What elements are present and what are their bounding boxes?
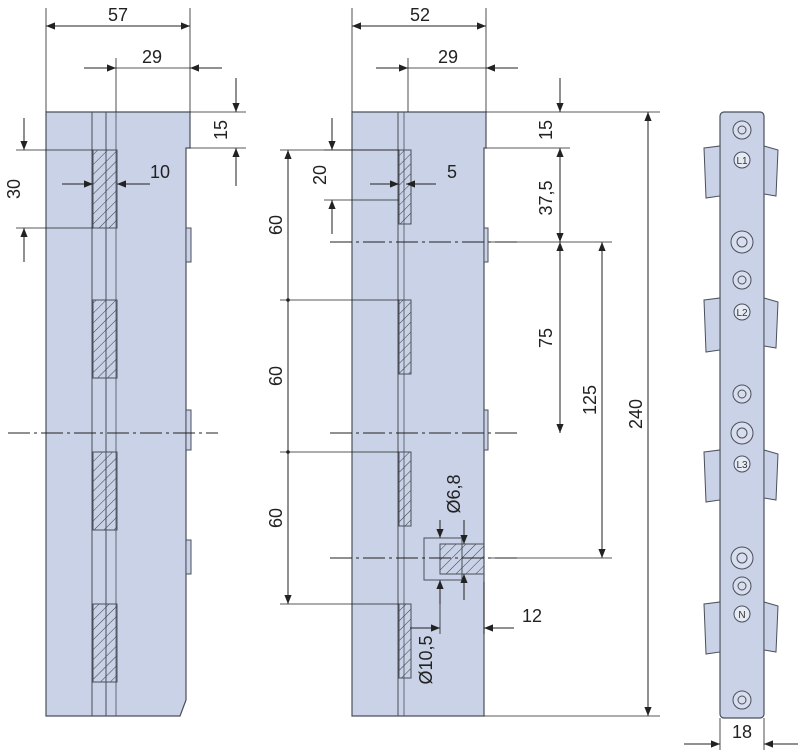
terminal-label-l1: L1 — [733, 151, 751, 169]
counterbore-hole — [423, 537, 485, 581]
middle-dim-pitch-3: 60 — [266, 508, 286, 528]
left-view: 57 29 15 30 10 — [4, 5, 246, 717]
terminal-label-n: N — [733, 605, 751, 623]
middle-slot-2 — [398, 299, 412, 375]
terminal-label-l3: L3 — [733, 455, 751, 473]
left-slot-1 — [92, 149, 118, 229]
middle-view: 52 29 20 5 60 60 60 15 37,5 — [266, 5, 660, 717]
left-dim-10: 10 — [150, 162, 170, 182]
middle-dim-240: 240 — [626, 399, 646, 429]
middle-slot-4 — [398, 603, 412, 679]
middle-body — [351, 111, 487, 717]
middle-dim-bore-small: Ø6,8 — [444, 474, 464, 513]
left-slot-2 — [92, 299, 118, 379]
middle-dim-52: 52 — [410, 5, 430, 25]
left-slot-3 — [92, 451, 118, 531]
middle-dim-20: 20 — [310, 165, 330, 185]
middle-dim-5: 5 — [447, 162, 457, 182]
middle-dim-29: 29 — [438, 47, 458, 67]
right-dim-18: 18 — [732, 722, 752, 742]
middle-dim-15: 15 — [536, 120, 556, 140]
middle-dim-37-5: 37,5 — [536, 180, 556, 215]
svg-text:L3: L3 — [736, 460, 748, 471]
svg-text:L1: L1 — [736, 156, 748, 167]
left-body — [45, 111, 191, 717]
left-slot-4 — [92, 603, 118, 683]
middle-slot-1 — [398, 149, 412, 225]
left-dim-29: 29 — [142, 47, 162, 67]
middle-dim-pitch-2: 60 — [266, 366, 286, 386]
left-dim-57: 57 — [108, 5, 128, 25]
middle-dim-75: 75 — [536, 328, 556, 348]
svg-text:L2: L2 — [736, 308, 748, 319]
middle-dim-bore-large: Ø10,5 — [416, 635, 436, 684]
terminal-label-l2: L2 — [733, 303, 751, 321]
left-dim-15: 15 — [211, 120, 231, 140]
left-dim-30: 30 — [4, 179, 24, 199]
middle-dim-12: 12 — [522, 606, 542, 626]
middle-dim-125: 125 — [580, 385, 600, 415]
svg-text:N: N — [738, 610, 745, 621]
busbar-body — [719, 111, 765, 719]
right-view: L1 L2 L3 N 18 — [684, 111, 798, 750]
middle-dim-pitch-1: 60 — [266, 215, 286, 235]
middle-slot-3 — [398, 451, 412, 527]
